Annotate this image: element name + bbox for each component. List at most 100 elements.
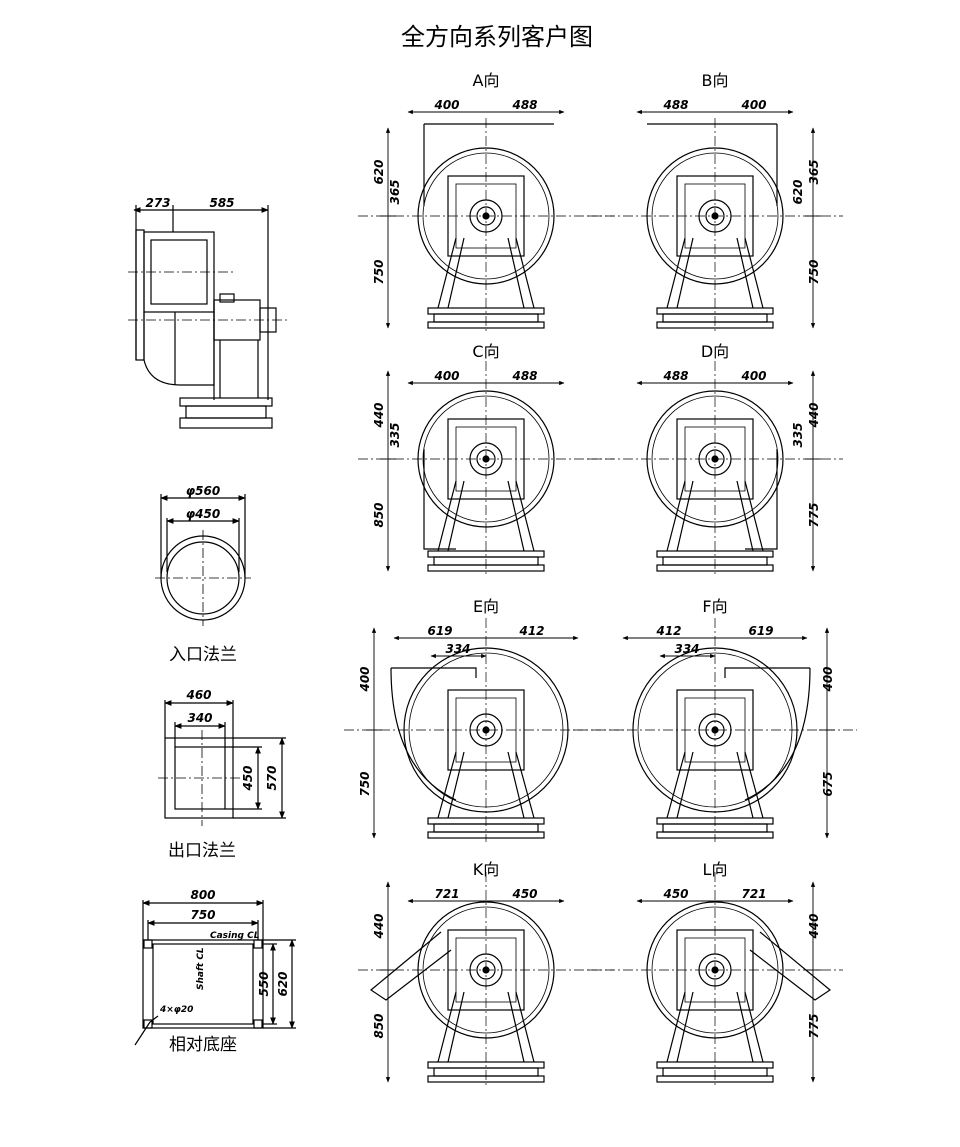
view-label-a: A向 (473, 71, 500, 90)
shaft-hub-inner (705, 206, 725, 226)
volute-inner (651, 906, 779, 1034)
dim-top-left: 400 (433, 98, 459, 112)
view-label-f: F向 (702, 597, 727, 616)
support-legs (666, 480, 764, 552)
dim-top-right: 400 (740, 98, 766, 112)
outlet-duct (647, 123, 778, 206)
dim-top-inner: 334 (674, 642, 699, 656)
dim-side-1: 365 (388, 179, 402, 204)
support-legs (666, 237, 764, 309)
dim-side-0: 440 (372, 913, 386, 939)
dim-side-1: 335 (791, 422, 805, 447)
dim-side-1: 750 (358, 771, 372, 796)
dim-side-2: 750 (807, 259, 821, 284)
dim-side-0: 440 (807, 402, 821, 428)
outlet-duct (423, 123, 554, 206)
shaft-hub-inner (476, 960, 496, 980)
outlet-flange-caption: 出口法兰 (168, 841, 236, 861)
view-k: K向 721 450 440 850 (358, 860, 614, 1086)
dim-side-0: 400 (821, 666, 835, 692)
dim-top-left: 400 (433, 369, 459, 383)
support-legs (666, 991, 764, 1063)
dim-top-inner: 334 (445, 642, 470, 656)
outlet-dim-570: 570 (265, 765, 279, 790)
dim-top-right: 400 (740, 369, 766, 383)
inlet-flange-caption: 入口法兰 (169, 645, 237, 665)
dim-top-right: 488 (511, 369, 537, 383)
casing-cl-note: Casing CL (210, 931, 260, 941)
view-label-d: D向 (701, 342, 729, 361)
dim-top-right: 412 (518, 624, 544, 638)
base-dim-550: 550 (257, 971, 271, 996)
side-dim-273: 273 (145, 196, 170, 210)
support-legs (437, 751, 535, 819)
outlet-duct (390, 667, 477, 801)
support-legs (666, 751, 764, 819)
dim-top-left: 488 (662, 369, 688, 383)
side-view: 273 585 (128, 196, 290, 429)
dim-side-0: 440 (372, 402, 386, 428)
support-legs (437, 237, 535, 309)
view-e: E向 619 412 334 400 750 (344, 597, 628, 842)
dim-side-1: 775 (807, 1013, 821, 1038)
support-legs (437, 480, 535, 552)
view-label-l: L向 (703, 860, 728, 879)
outlet-duct (724, 667, 811, 801)
drawing-title: 全方向系列客户图 (401, 23, 593, 51)
volute-inner (422, 906, 550, 1034)
volute-inner (651, 395, 779, 523)
shaft-hub-inner (476, 206, 496, 226)
dim-side-2: 775 (807, 502, 821, 527)
outlet-dim-340: 340 (187, 711, 212, 725)
view-label-b: B向 (702, 71, 729, 90)
inlet-dim-560: φ560 (186, 484, 220, 498)
volute-inner (422, 395, 550, 523)
outlet-duct (423, 449, 456, 550)
dim-top-left: 450 (662, 887, 688, 901)
dim-side-1: 850 (372, 1013, 386, 1038)
shaft-hub-inner (705, 449, 725, 469)
view-label-k: K向 (473, 860, 500, 879)
dim-side-1: 335 (388, 422, 402, 447)
inlet-flange: φ560 φ450 入口法兰 (155, 484, 251, 665)
dim-side-0: 400 (358, 666, 372, 692)
bolt-hole-note: 4×φ20 (159, 1005, 193, 1015)
volute-inner (422, 152, 550, 280)
inlet-dim-450: φ450 (186, 507, 220, 521)
support-legs (437, 991, 535, 1063)
dim-side-1: 675 (821, 771, 835, 796)
outlet-duct (369, 931, 452, 1001)
shaft-hub-inner (476, 449, 496, 469)
outlet-dim-460: 460 (185, 688, 211, 702)
dim-top-right: 450 (511, 887, 537, 901)
base-dim-800: 800 (190, 888, 215, 902)
dim-side-0: 365 (807, 159, 821, 184)
dim-side-1: 620 (791, 179, 805, 204)
shaft-cl-note: Shaft CL (196, 947, 206, 990)
view-label-e: E向 (473, 597, 499, 616)
dim-top-left: 619 (427, 624, 452, 638)
shaft-hub-inner (705, 960, 725, 980)
side-dim-585: 585 (209, 196, 234, 210)
outlet-flange: 460 340 450 570 出口法兰 (158, 688, 286, 861)
base-plate: 800 750 550 620 Casing CL Shaft CL 4×φ20… (134, 888, 296, 1055)
dim-top-right: 488 (511, 98, 537, 112)
dim-side-0: 440 (807, 913, 821, 939)
outlet-duct (745, 449, 778, 550)
dim-top-left: 721 (434, 887, 459, 901)
dim-top-left: 488 (662, 98, 688, 112)
base-dim-750: 750 (190, 908, 215, 922)
base-caption: 相对底座 (169, 1035, 237, 1055)
view-label-c: C向 (472, 342, 499, 361)
dim-side-2: 750 (372, 259, 386, 284)
outlet-dim-450: 450 (241, 765, 255, 791)
dim-side-0: 620 (372, 159, 386, 184)
base-dim-620: 620 (276, 971, 290, 996)
